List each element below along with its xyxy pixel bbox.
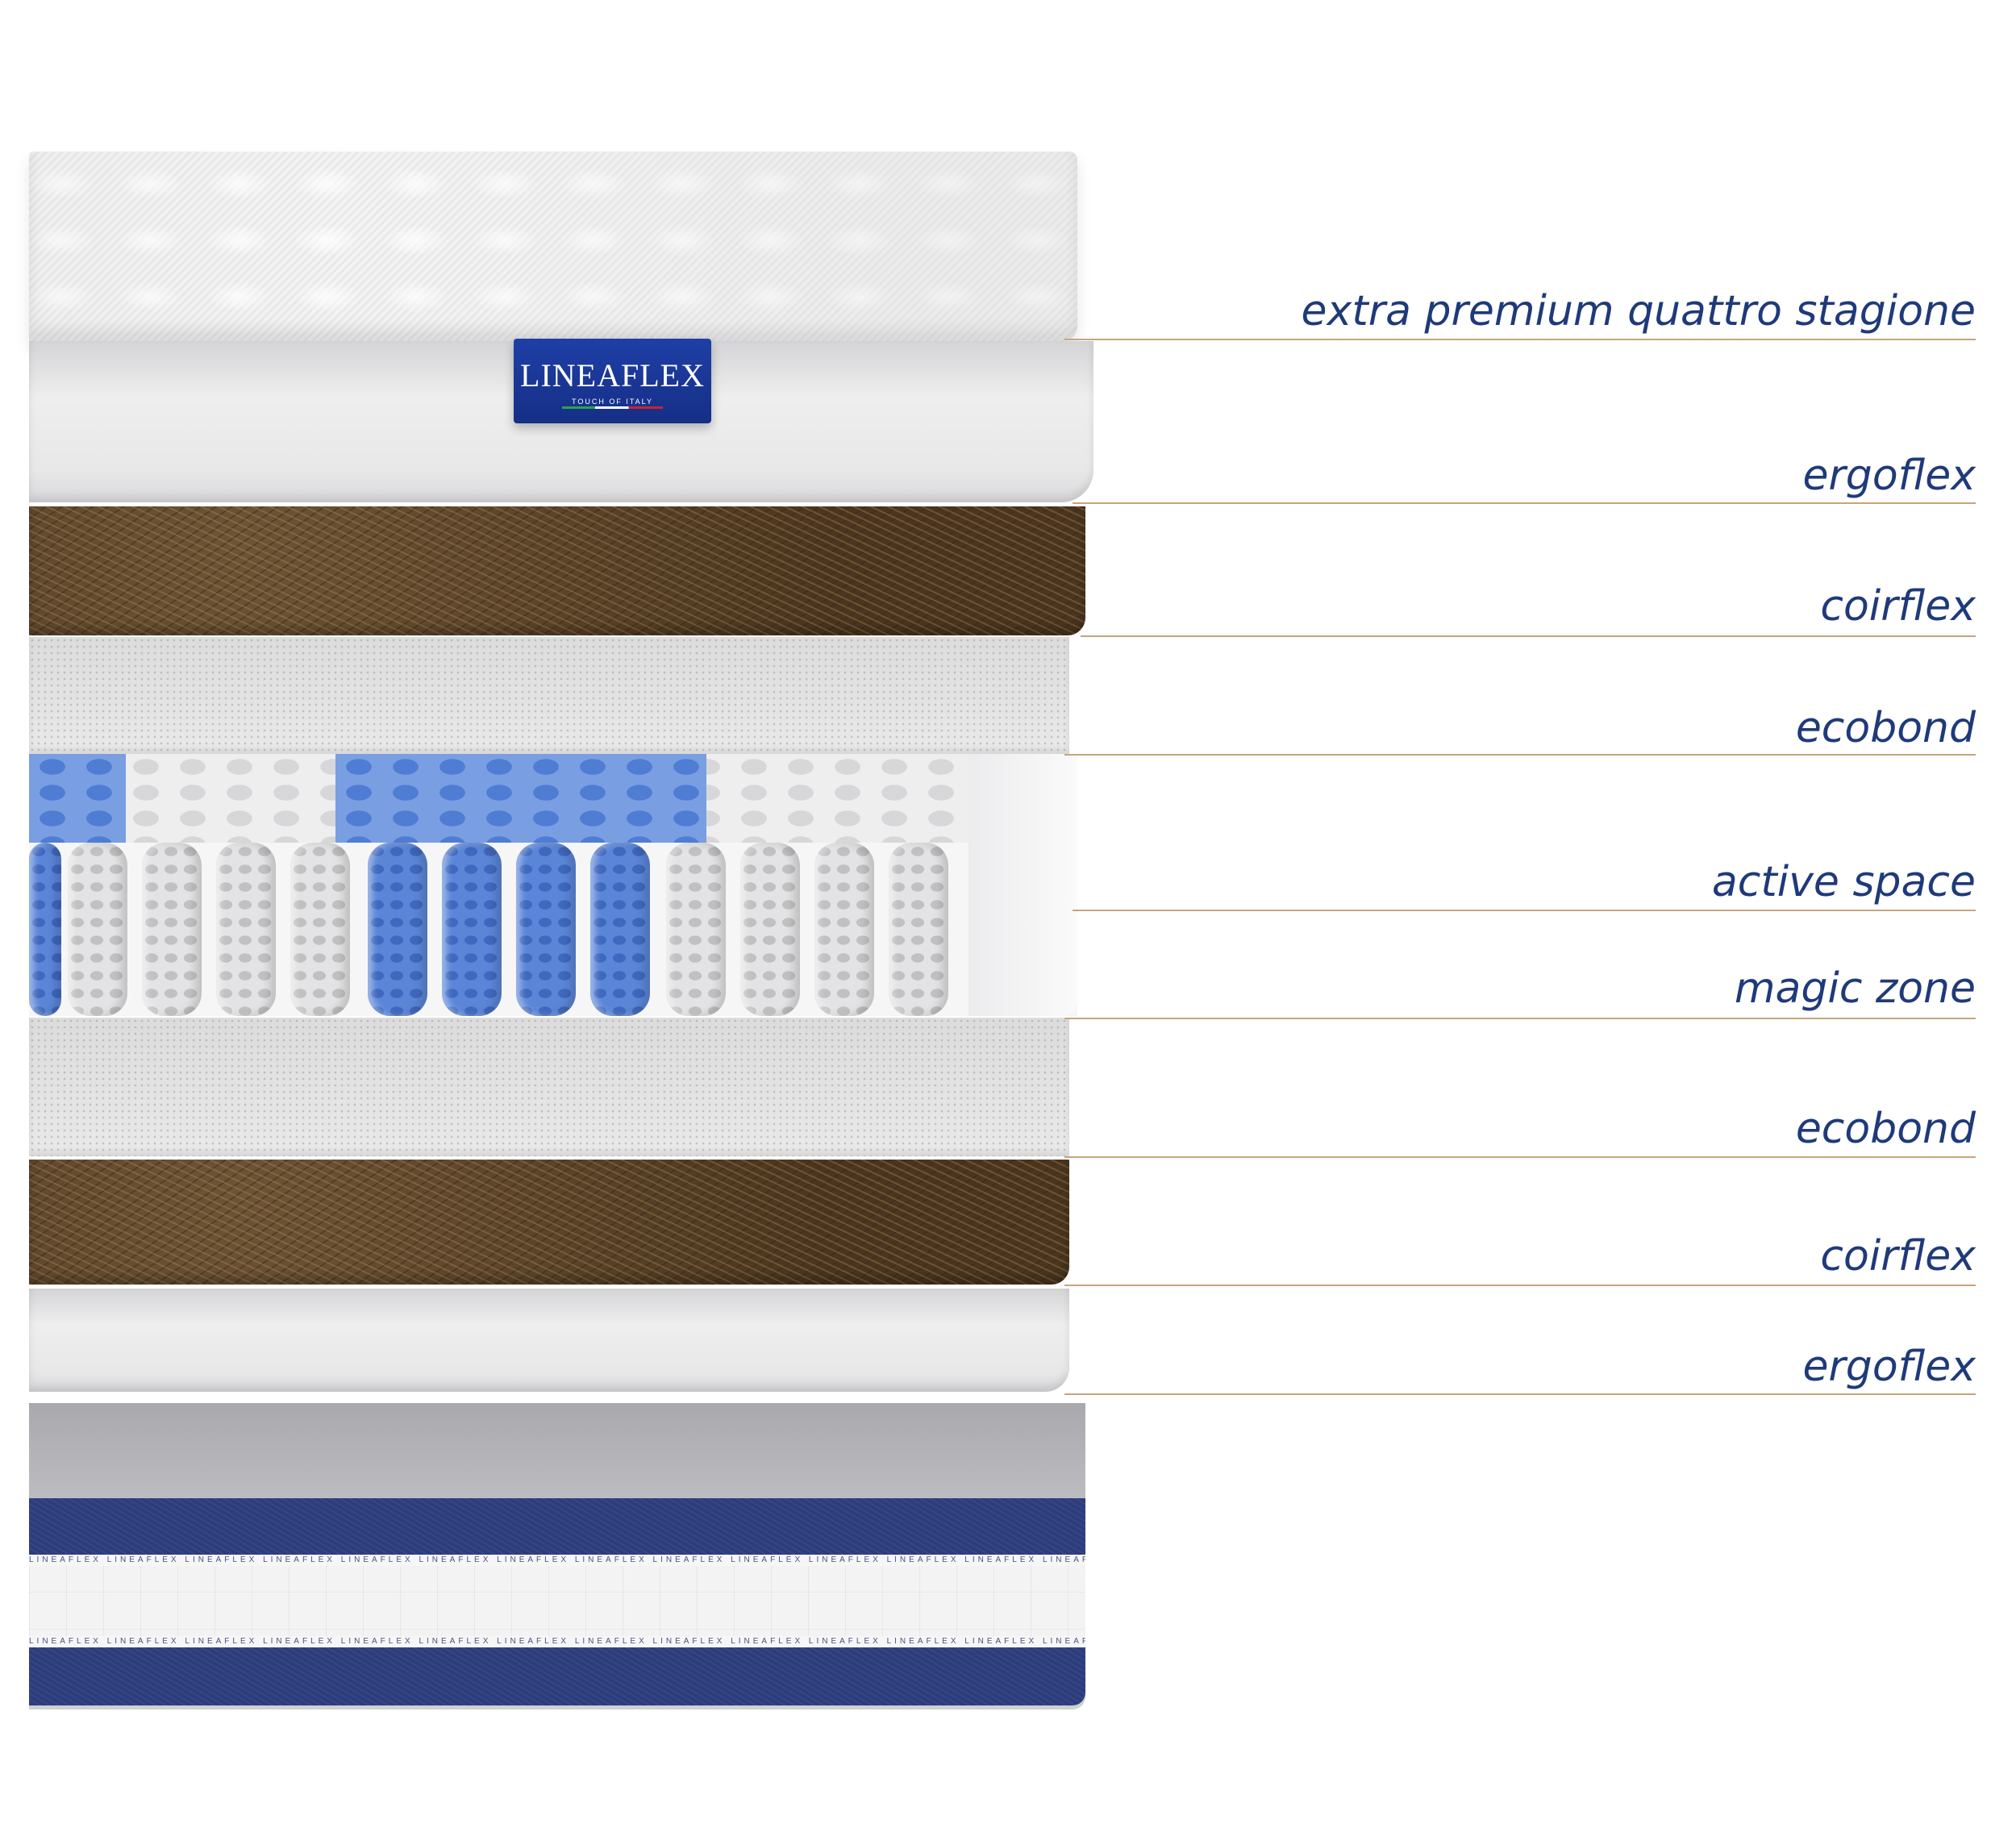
base-navy-band-bottom	[29, 1647, 1085, 1705]
leader-line	[1064, 754, 1976, 756]
layer-label: ergoflex	[1802, 452, 1976, 500]
base-brand-strip-bottom: LINEAFLEX LINEAFLEX LINEAFLEX LINEAFLEX …	[29, 1636, 1085, 1647]
leader-line	[1064, 1393, 1976, 1395]
spring-coil	[368, 843, 427, 1016]
spring-coil	[666, 843, 726, 1016]
leader-line	[1064, 1018, 1976, 1019]
leader-line	[1064, 339, 1976, 340]
base-brand-strip-top: LINEAFLEX LINEAFLEX LINEAFLEX LINEAFLEX …	[29, 1555, 1085, 1566]
layer-label: active space	[1711, 858, 1976, 906]
layer-label: ecobond	[1795, 704, 1976, 752]
brand-tagline: TOUCH OF ITALY	[571, 398, 653, 406]
spring-coil	[590, 843, 650, 1016]
spring-block-foam-edge	[968, 754, 1077, 1016]
layer-label: coirflex	[1820, 1232, 1976, 1281]
ergoflex-foam-layer-bottom	[29, 1289, 1069, 1392]
layer-label: ecobond	[1795, 1105, 1976, 1153]
layer-label: coirflex	[1820, 582, 1976, 631]
spring-coil	[216, 843, 276, 1016]
brand-logo-tag: LINEAFLEX TOUCH OF ITALY	[514, 339, 711, 423]
coirflex-layer-bottom	[29, 1160, 1069, 1285]
mattress-base-cover: LINEAFLEX LINEAFLEX LINEAFLEX LINEAFLEX …	[29, 1403, 1085, 1709]
pocket-spring-block	[29, 754, 1077, 1016]
spring-coil	[889, 843, 948, 1016]
layer-label: magic zone	[1734, 964, 1976, 1013]
spring-coil	[516, 843, 576, 1016]
spring-coil	[814, 843, 874, 1016]
base-quilted-panel	[29, 1555, 1085, 1647]
leader-line	[1064, 1285, 1976, 1286]
spring-coil	[29, 843, 61, 1016]
ecobond-layer-top	[29, 637, 1069, 754]
spring-coil	[442, 843, 502, 1016]
coirflex-layer-top	[29, 506, 1085, 635]
italian-flag-stripe	[562, 406, 663, 409]
leader-line	[1073, 502, 1976, 504]
layer-label: extra premium quattro stagione	[1301, 287, 1976, 335]
quilted-top-cover	[29, 152, 1077, 341]
blue-zone-back-left	[29, 754, 126, 843]
spring-coil	[68, 843, 127, 1016]
blue-zone-back-center	[335, 754, 706, 843]
ecobond-layer-bottom	[29, 1018, 1069, 1156]
spring-coil	[740, 843, 800, 1016]
base-navy-band-top	[29, 1498, 1085, 1555]
brand-name: LINEAFLEX	[520, 357, 705, 394]
layer-label: ergoflex	[1802, 1343, 1976, 1391]
leader-line	[1064, 1156, 1976, 1158]
spring-coil	[290, 843, 350, 1016]
spring-coil	[142, 843, 202, 1016]
leader-line	[1081, 635, 1976, 637]
leader-line	[1073, 910, 1976, 911]
